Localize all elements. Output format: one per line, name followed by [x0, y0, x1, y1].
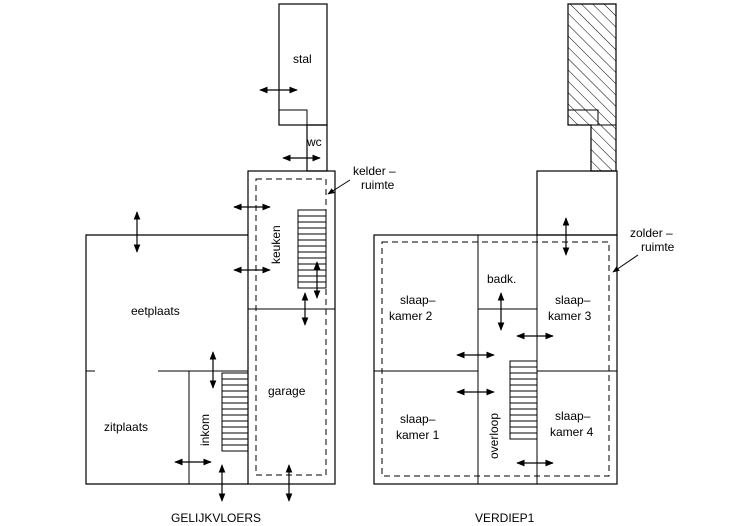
label-wc: wc	[306, 135, 322, 149]
label-eetplaats: eetplaats	[131, 304, 180, 318]
label-zitplaats: zitplaats	[104, 420, 148, 434]
zolder-block	[536, 170, 618, 236]
label-slaapkamer-3-line2: kamer 3	[548, 309, 592, 323]
inkom-staircase	[221, 372, 249, 452]
label-slaapkamer-4-line2: kamer 4	[550, 425, 594, 439]
label-slaapkamer-4-line1: slaap–	[555, 409, 591, 423]
first-floor-staircase	[509, 360, 538, 440]
label-stal: stal	[293, 52, 312, 66]
stal-room	[278, 3, 328, 126]
keuken-staircase	[297, 209, 327, 289]
hatched-chimney	[567, 3, 617, 172]
label-zolder-line1: zolder –	[630, 226, 673, 240]
kelder-outline	[255, 178, 327, 476]
first-floor-plan: zolder – ruimte badk. slaap– kamer 2 sla…	[373, 3, 675, 525]
label-kelder-line1: kelder –	[353, 164, 396, 178]
title-verdiep1: VERDIEP1	[475, 511, 535, 525]
first-floor-outline	[373, 234, 618, 485]
zolder-leader-arrow	[612, 254, 639, 273]
ground-floor-plan: stal wc kelder – ruimte keuken eetplaats…	[85, 3, 396, 525]
chimney-notch	[568, 109, 599, 125]
zolder-outline	[381, 241, 610, 477]
label-slaapkamer-3-line1: slaap–	[555, 293, 591, 307]
label-badkamer: badk.	[487, 272, 516, 286]
label-overloop: overloop	[487, 413, 501, 459]
label-garage: garage	[268, 384, 306, 398]
label-zolder-line2: ruimte	[641, 240, 675, 254]
label-slaapkamer-1-line1: slaap–	[400, 412, 436, 426]
label-keuken: keuken	[269, 225, 283, 264]
keuken-garage-block	[247, 170, 336, 485]
label-slaapkamer-2-line1: slaap–	[400, 293, 436, 307]
label-slaapkamer-2-line2: kamer 2	[389, 309, 433, 323]
label-slaapkamer-1-line2: kamer 1	[396, 428, 440, 442]
kelder-leader-arrow	[327, 179, 351, 195]
stal-notch	[279, 109, 308, 125]
label-inkom: inkom	[198, 414, 212, 446]
title-gelijkvloers: GELIJKVLOERS	[171, 511, 261, 525]
label-kelder-line2: ruimte	[361, 178, 395, 192]
eetplaats-zitplaats-block	[85, 234, 248, 485]
